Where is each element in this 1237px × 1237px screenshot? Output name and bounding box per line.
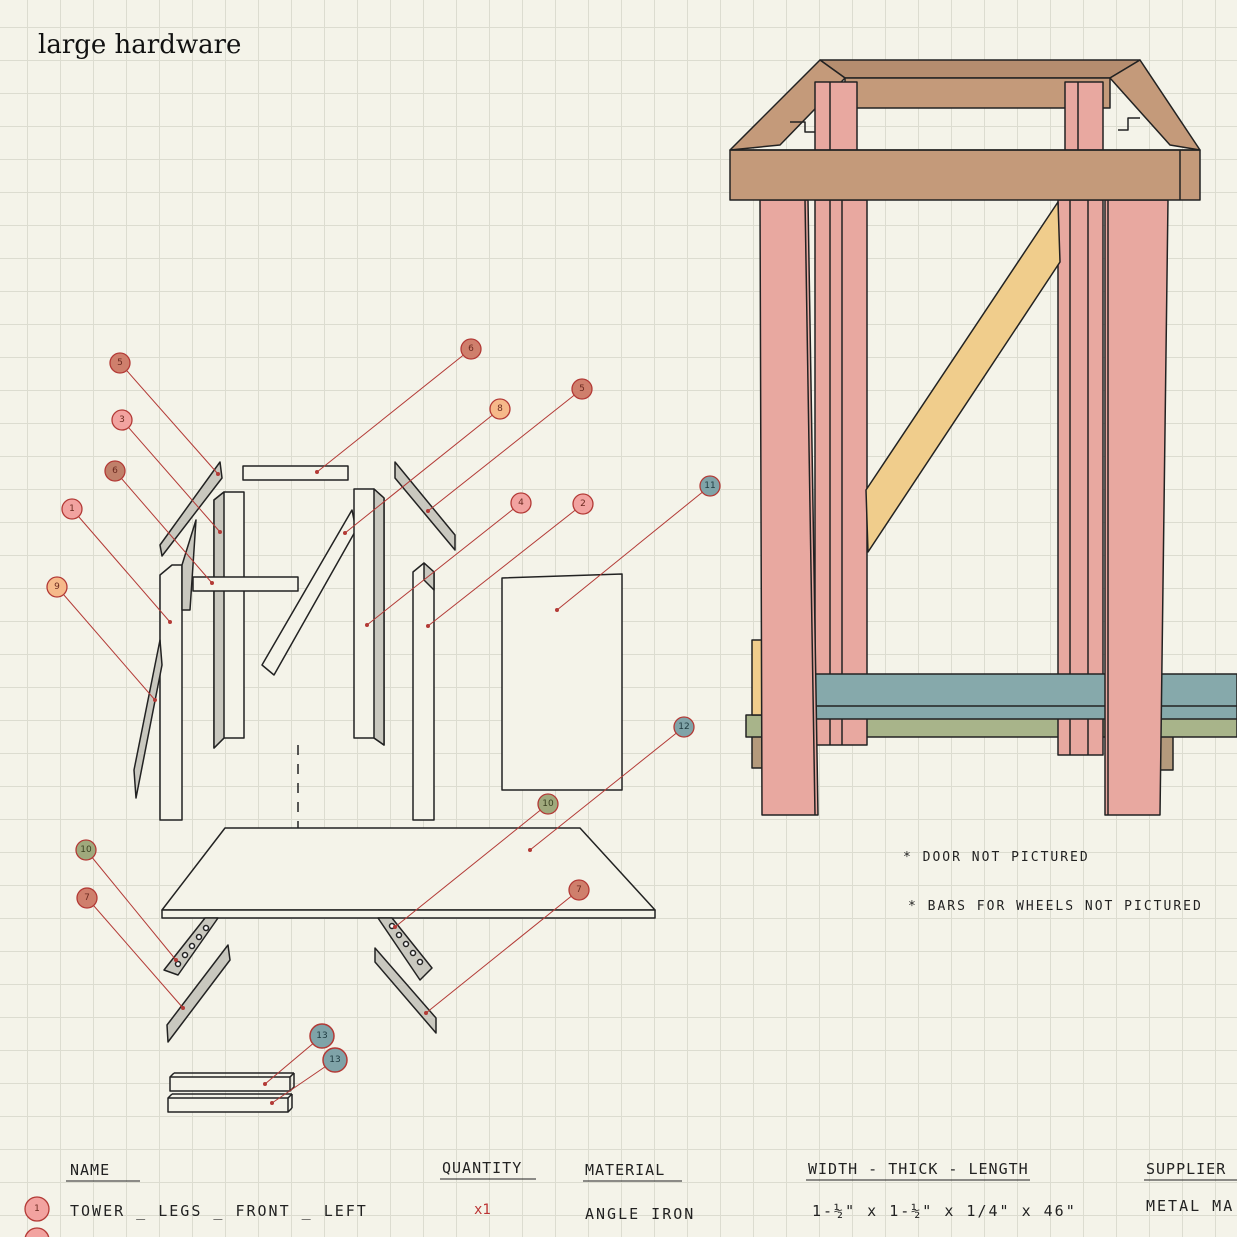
tower-leg-back-right (1057, 199, 1104, 756)
row-number-badge (24, 1196, 50, 1222)
svg-text:1: 1 (34, 1204, 40, 1214)
callout-badge: 7 (76, 887, 98, 909)
table-header-name: NAME (70, 1161, 110, 1179)
svg-text:7: 7 (84, 893, 90, 903)
tower-top-post-back-right (1064, 81, 1104, 153)
svg-text:2: 2 (580, 499, 586, 509)
svg-text:11: 11 (704, 481, 715, 491)
table-header-supplier: SUPPLIER (1146, 1160, 1226, 1178)
callout-badge: 13 (322, 1047, 348, 1073)
tower-shelf (764, 673, 1237, 720)
svg-text:4: 4 (518, 498, 524, 508)
callout-badge: 6 (104, 460, 126, 482)
row-quantity: x1 (474, 1202, 491, 1218)
callout-badge: 12 (673, 716, 695, 738)
tower-diagonal-brace (865, 201, 1061, 553)
callout-badge: 4 (510, 492, 532, 514)
part-wheel-bar-lower (167, 1097, 289, 1113)
callout-badges: 5 3 6 1 9 6 8 5 4 2 11 12 10 7 10 7 13 1… (46, 338, 721, 1073)
svg-text:13: 13 (316, 1031, 327, 1041)
note-door-not-pictured: * DOOR NOT PICTURED (903, 850, 1090, 865)
svg-text:5: 5 (579, 384, 585, 394)
tower-leg-front-right (1104, 199, 1169, 816)
callout-leaders (56, 348, 711, 1104)
row-number-badge-partial (24, 1227, 50, 1237)
svg-text:10: 10 (80, 845, 92, 855)
table-header-quantity: QUANTITY (442, 1159, 522, 1177)
part-diag-brace-8 (261, 509, 357, 676)
part-wheel-bar-upper (169, 1076, 291, 1092)
svg-text:9: 9 (54, 582, 60, 592)
part-door-panel (501, 573, 623, 791)
callout-badge: 6 (460, 338, 482, 360)
row-material: ANGLE IRON (585, 1205, 695, 1223)
svg-text:7: 7 (576, 885, 582, 895)
part-diag-brace-upper-right (394, 461, 456, 551)
part-leg-2 (412, 562, 435, 821)
callout-badge: 5 (571, 378, 593, 400)
callout-badge: 2 (572, 493, 594, 515)
svg-text:6: 6 (112, 466, 118, 476)
callout-badge: 11 (699, 475, 721, 497)
tower-top-post-back-left (814, 81, 858, 153)
part-cross-bar (192, 576, 299, 592)
tower-top-frame-right-side (1109, 59, 1201, 151)
row-name: TOWER _ LEGS _ FRONT _ LEFT (70, 1202, 368, 1220)
row-supplier: METAL MA (1146, 1197, 1234, 1215)
callout-leader-dots (153, 470, 559, 1105)
callout-badge: 9 (46, 576, 68, 598)
callout-badge: 7 (568, 879, 590, 901)
callout-badge: 13 (309, 1023, 335, 1049)
callout-badge: 8 (489, 398, 511, 420)
part-lower-brace-left (166, 944, 231, 1043)
part-lower-brace-right (374, 947, 437, 1034)
callout-badge: 10 (537, 793, 559, 815)
svg-text:12: 12 (678, 722, 689, 732)
callout-badge: 10 (75, 839, 97, 861)
table-header-material: MATERIAL (585, 1161, 665, 1179)
assembled-tower (729, 59, 1237, 816)
callout-badge: 5 (109, 352, 131, 374)
parts-table: NAME QUANTITY MATERIAL WIDTH - THICK - L… (24, 1159, 1237, 1237)
callout-badge: 1 (61, 498, 83, 520)
svg-text:8: 8 (497, 404, 503, 414)
svg-text:6: 6 (468, 344, 474, 354)
part-leg-1 (159, 564, 183, 821)
part-diag-brace-9 (133, 639, 163, 799)
table-row: 1 TOWER _ LEGS _ FRONT _ LEFT x1 ANGLE I… (24, 1196, 1234, 1223)
exploded-parts (133, 461, 656, 1113)
svg-text:13: 13 (329, 1055, 340, 1065)
svg-text:3: 3 (119, 415, 125, 425)
callout-badge: 3 (111, 409, 133, 431)
tower-top-frame-back (819, 59, 1141, 79)
tower-top-frame-front (729, 149, 1201, 201)
page-title: large hardware (38, 30, 242, 60)
svg-text:5: 5 (117, 358, 123, 368)
note-bars-not-pictured: * BARS FOR WHEELS NOT PICTURED (908, 899, 1203, 914)
part-top-bar (242, 465, 349, 481)
part-diag-brace-upper-left (159, 461, 223, 557)
svg-text:1: 1 (69, 504, 75, 514)
tower-leg-back-left (814, 199, 868, 746)
svg-text:10: 10 (542, 799, 554, 809)
row-dimensions: 1-½" x 1-½" x 1/4" x 46" (812, 1202, 1077, 1220)
table-header-dimensions: WIDTH - THICK - LENGTH (808, 1160, 1029, 1178)
